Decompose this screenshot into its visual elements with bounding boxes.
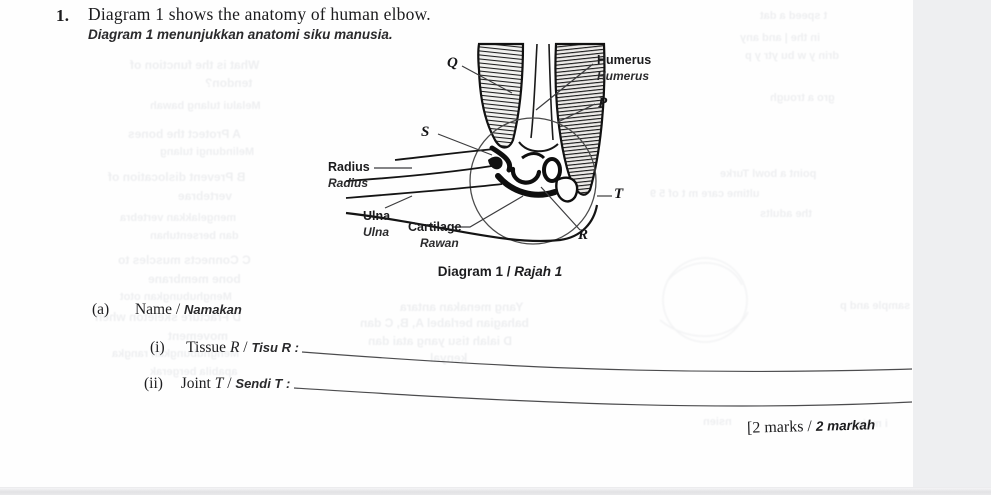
label-radius-ms: Radius: [328, 176, 369, 190]
label-radius-en: Radius: [328, 160, 370, 174]
leader-s: [437, 133, 493, 156]
question-ii-text-malay: Sendi T :: [235, 376, 291, 391]
page-bottom-edge: [0, 487, 991, 495]
question-ii-text-english: Joint: [180, 375, 215, 392]
marks-allocation: [2 marks / 2 markah: [747, 416, 876, 438]
label-Q: Q: [447, 55, 458, 71]
question-i-row: (i) Tissue R / Tisu R :: [150, 339, 299, 357]
part-a-heading: (a) Name / Namakan: [92, 301, 242, 319]
joint-highlight-circle: [469, 117, 597, 245]
question-i-text-malay: Tisu R :: [251, 340, 299, 355]
leader-r: [540, 186, 581, 231]
label-R: R: [578, 227, 589, 243]
question-text-english: Diagram 1 shows the anatomy of human elb…: [88, 4, 431, 24]
leader-ulna: [384, 195, 413, 209]
leader-humerus: [535, 63, 594, 111]
triceps-muscle-shape: [554, 42, 606, 196]
scanner-background: [913, 0, 991, 495]
label-P: P: [598, 95, 608, 111]
cartilage-pad-shape: [555, 176, 579, 203]
part-a-label: (a): [92, 301, 110, 318]
diagram-caption: Diagram 1 / Rajah 1: [405, 264, 595, 279]
question-i-letter: R: [229, 339, 240, 356]
leader-p: [557, 103, 596, 123]
answer-line-tissue-r: [301, 351, 913, 373]
question-ii-letter: T: [214, 375, 224, 392]
question-ii-number: (ii): [144, 375, 163, 392]
diagram-caption-malay: Rajah 1: [514, 264, 563, 279]
label-S: S: [421, 124, 430, 140]
question-i-separator: /: [239, 339, 252, 356]
question-ii-separator: /: [223, 375, 236, 392]
leader-q: [461, 65, 513, 94]
question-i-text-english: Tissue: [186, 339, 230, 356]
label-T: T: [614, 186, 624, 202]
marks-english: [2 marks /: [746, 417, 817, 437]
question-i-number: (i): [150, 339, 165, 356]
label-cartilage-ms: Rawan: [420, 236, 459, 250]
leader-cartilage: [452, 195, 524, 228]
label-cartilage-en: Cartilage: [408, 220, 462, 234]
part-a-text-english: Name /: [134, 301, 185, 318]
answer-lines: [293, 351, 913, 407]
diagram-caption-english: Diagram 1 /: [437, 264, 515, 279]
label-ulna-en: Ulna: [363, 209, 391, 223]
label-humerus-ms: Humerus: [597, 69, 650, 83]
label-humerus-en: Humerus: [597, 53, 652, 67]
part-a-text-malay: Namakan: [184, 302, 242, 317]
elbow-anatomy-diagram: [345, 42, 612, 245]
answer-line-joint-t: [293, 387, 913, 407]
marks-malay: 2 markah: [815, 417, 876, 434]
question-text-malay: Diagram 1 menunjukkan anatomi siku manus…: [88, 27, 393, 42]
label-ulna-ms: Ulna: [363, 225, 390, 239]
question-number: 1.: [56, 6, 70, 25]
bleed-diagram-shape: [659, 257, 749, 343]
question-ii-row: (ii) Joint T / Sendi T :: [144, 375, 290, 393]
